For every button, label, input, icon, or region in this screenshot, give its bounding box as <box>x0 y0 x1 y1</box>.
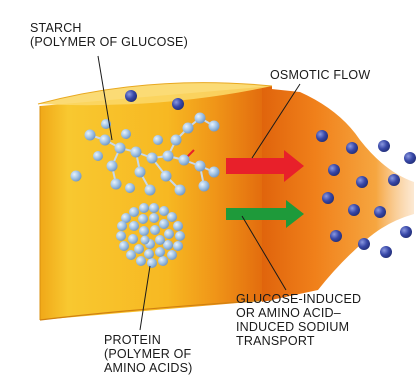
glucose-unit <box>195 113 206 124</box>
transport-label-line: OR AMINO ACID– <box>236 306 361 320</box>
glucose-unit <box>125 183 135 193</box>
sodium-ion <box>380 246 392 258</box>
sodium-ion <box>346 142 358 154</box>
glucose-unit <box>179 155 190 166</box>
glucose-unit <box>171 135 182 146</box>
glucose-unit <box>163 151 174 162</box>
sodium-ion <box>330 230 342 242</box>
glucose-unit <box>195 161 206 172</box>
glucose-unit <box>107 161 118 172</box>
glucose-unit <box>145 185 156 196</box>
transport-label-line: TRANSPORT <box>236 334 361 348</box>
sodium-ion <box>358 238 370 250</box>
sodium-ion <box>172 98 184 110</box>
sodium-ion <box>378 140 390 152</box>
sodium-ion <box>316 130 328 142</box>
starch-label-line: (POLYMER OF GLUCOSE) <box>30 35 188 49</box>
glucose-unit <box>111 179 122 190</box>
glucose-unit <box>135 167 146 178</box>
glucose-unit <box>85 130 96 141</box>
glucose-unit <box>121 129 131 139</box>
osmotic-flow-label: OSMOTIC FLOW <box>270 68 370 82</box>
glucose-unit <box>209 167 220 178</box>
glucose-unit <box>161 171 172 182</box>
glucose-unit <box>209 121 220 132</box>
sodium-ion <box>328 164 340 176</box>
glucose-unit <box>153 135 163 145</box>
sodium-ion <box>400 226 412 238</box>
glucose-unit <box>115 143 126 154</box>
osmotic-plume <box>262 88 414 302</box>
sodium-ion <box>374 206 386 218</box>
starch-label: STARCH (POLYMER OF GLUCOSE) <box>30 21 188 49</box>
sodium-ion <box>348 204 360 216</box>
glucose-unit <box>175 185 186 196</box>
protein-label-line: AMINO ACIDS) <box>104 361 193 375</box>
sodium-transport-label: GLUCOSE-INDUCED OR AMINO ACID– INDUCED S… <box>236 292 361 348</box>
glucose-unit <box>199 181 210 192</box>
intestine-cylinder <box>38 83 272 320</box>
glucose-unit <box>71 171 82 182</box>
glucose-unit <box>93 151 103 161</box>
glucose-unit <box>183 123 194 134</box>
starch-label-line: STARCH <box>30 21 188 35</box>
sodium-ion <box>125 90 137 102</box>
transport-label-line: INDUCED SODIUM <box>236 320 361 334</box>
sodium-ion <box>322 192 334 204</box>
glucose-unit <box>147 153 158 164</box>
protein-label: PROTEIN (POLYMER OF AMINO ACIDS) <box>104 333 193 375</box>
protein-label-line: (POLYMER OF <box>104 347 193 361</box>
protein-label-line: PROTEIN <box>104 333 193 347</box>
glucose-unit <box>131 147 142 158</box>
sodium-ion <box>356 176 368 188</box>
glucose-unit <box>100 135 111 146</box>
transport-label-line: GLUCOSE-INDUCED <box>236 292 361 306</box>
sodium-ion <box>388 174 400 186</box>
sodium-ion <box>404 152 416 164</box>
